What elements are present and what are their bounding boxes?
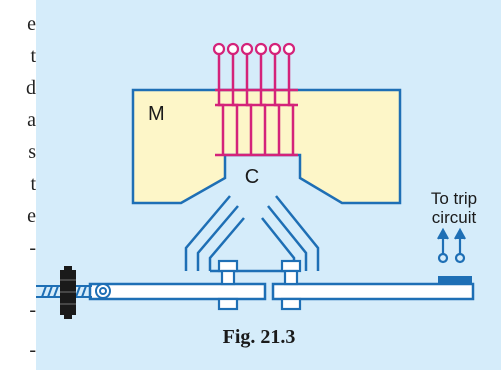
- electromagnet-body: [131, 88, 402, 205]
- text-fragment: e: [27, 13, 36, 35]
- text-fragment: -: [29, 237, 36, 259]
- text-fragment: d: [26, 77, 36, 99]
- text-fragment: t: [30, 45, 36, 67]
- trip-terminals: [437, 227, 466, 264]
- text-fragment: s: [28, 141, 36, 163]
- trip-label-line1: To trip: [431, 189, 477, 208]
- trip-contact-plate: [438, 276, 472, 285]
- figure-caption: Fig. 21.3: [223, 326, 296, 348]
- clamp-bolts: [217, 259, 302, 311]
- core-label: C: [245, 166, 259, 188]
- text-fragment: t: [30, 173, 36, 195]
- text-fragment: e: [27, 205, 36, 227]
- text-fragment: -: [29, 299, 36, 321]
- trip-lever: [88, 282, 475, 301]
- text-fragment: -: [29, 339, 36, 361]
- trip-label-line2: circuit: [432, 208, 477, 227]
- text-fragment: a: [27, 109, 36, 131]
- cropped-body-text: e t d a s t e - - -: [0, 0, 36, 370]
- armature: [184, 195, 320, 273]
- coil-winding: [215, 55, 298, 157]
- magnet-label: M: [148, 103, 165, 125]
- coil-terminals: [212, 42, 296, 56]
- adjustable-weight: [60, 266, 76, 319]
- figure-panel: [36, 0, 501, 370]
